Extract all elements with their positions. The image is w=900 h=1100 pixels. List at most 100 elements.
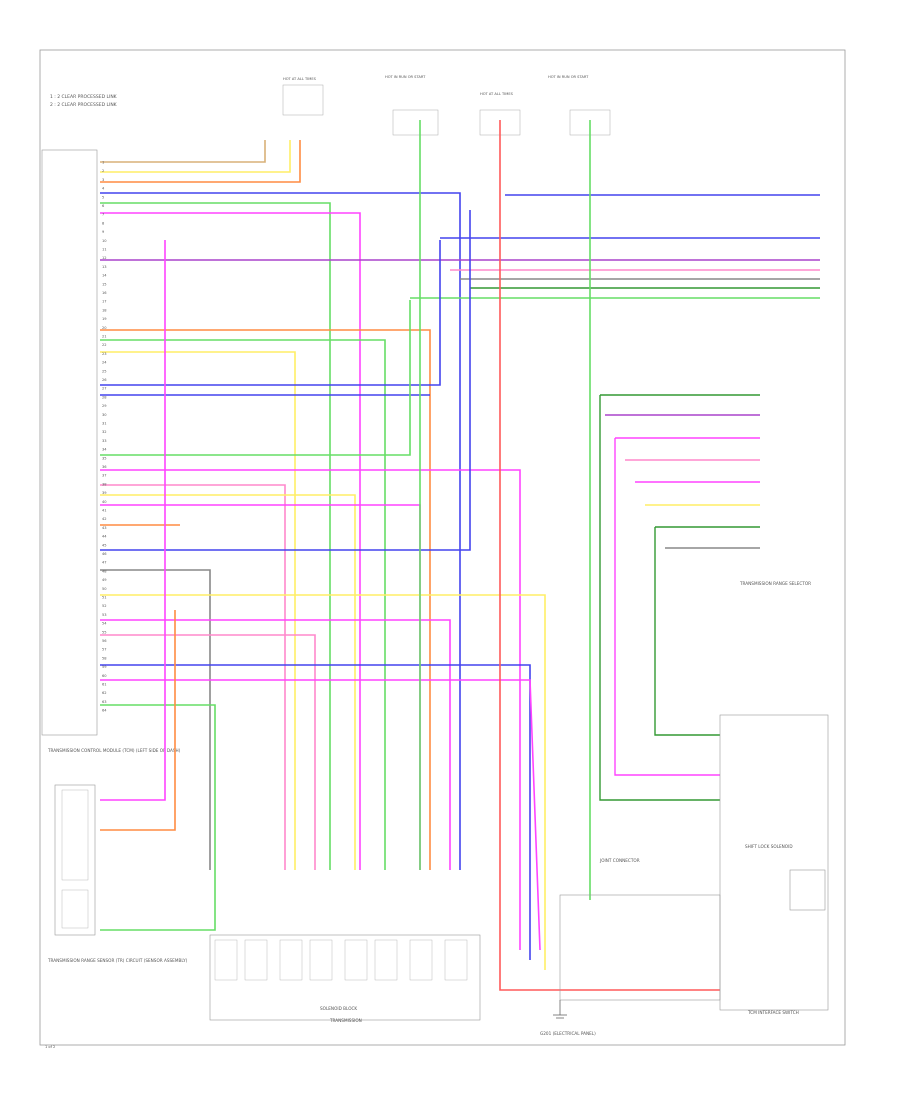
tcm-pin-label: 62 (102, 691, 107, 695)
tcm-pin-label: 28 (102, 395, 107, 399)
tcm-pin-label: 50 (102, 587, 107, 591)
tcm-pin-label: 43 (102, 526, 107, 530)
tcm-pin-label: 32 (102, 430, 107, 434)
tcm-pin-label: 53 (102, 613, 107, 617)
tcm-pin-label: 55 (102, 630, 107, 634)
legend-line-1: 1 : 2 CLEAR PROCESSED LINK (50, 94, 118, 100)
tcm-pin-label: 61 (102, 683, 107, 687)
right-module-box (719, 714, 829, 1011)
tcm-pin-label: 5 (102, 195, 104, 199)
wire-pink-3 (100, 634, 316, 870)
range-sensor-inner-1 (61, 789, 89, 881)
wire-blue-7 (100, 664, 531, 960)
tcm-pin-label: 15 (102, 282, 107, 286)
solenoid-block (209, 934, 481, 1021)
tcm-pin-label: 35 (102, 456, 107, 460)
diagram-frame (39, 49, 846, 1046)
tcm-pin-label: 26 (102, 378, 107, 382)
wire-blue-1 (100, 192, 461, 870)
solenoid-label: SOLENOID BLOCK (320, 1006, 357, 1011)
tcm-pin-label: 38 (102, 482, 107, 486)
right-connector-wires (599, 394, 760, 801)
tcm-pin-label: 19 (102, 317, 107, 321)
tcm-pin-label: 56 (102, 639, 107, 643)
tcm-pin-label: 33 (102, 439, 107, 443)
tcm-pin-label: 42 (102, 517, 107, 521)
wire-yellow-4 (100, 594, 546, 970)
fuse-group-2: HOT IN RUN OR START (385, 75, 439, 136)
tcm-pin-label: 59 (102, 665, 107, 669)
tcm-pin-label: 47 (102, 561, 107, 565)
tcm-pin-label: 63 (102, 700, 107, 704)
tcm-pin-label: 57 (102, 648, 107, 652)
tcm-pin-label: 64 (102, 709, 107, 713)
tcm-pin-label: 49 (102, 578, 107, 582)
tcm-pin-label: 54 (102, 622, 107, 626)
wire-orange-4 (100, 610, 176, 831)
tcm-pin-label: 25 (102, 369, 107, 373)
tcm-pin-label: 52 (102, 604, 107, 608)
tcm-pin-label: 7 (102, 213, 104, 217)
tcm-pin-label: 29 (102, 404, 107, 408)
footer-label: TCM INTERFACE SWITCH (747, 1010, 799, 1015)
tcm-label: TRANSMISSION CONTROL MODULE (TCM) (LEFT … (47, 748, 181, 753)
wire-magenta-5 (100, 679, 541, 951)
tcm-pin-label: 14 (102, 274, 107, 278)
tcm-pin-label: 3 (102, 178, 104, 182)
tcm-pin-label: 17 (102, 300, 107, 304)
wire-magenta-1 (100, 212, 361, 870)
shift-switch-label: SHIFT LOCK SOLENOID (745, 844, 793, 849)
wire-red-1 (499, 120, 720, 991)
wire-yellow-3 (100, 494, 356, 870)
tcm-pin-label: 40 (102, 500, 107, 504)
tcm-pin-label: 24 (102, 361, 107, 365)
wire-green-4 (100, 300, 411, 456)
tcm-pin-label: 6 (102, 204, 105, 208)
tcm-pin-label: 13 (102, 265, 107, 269)
tcm-pin-label: 18 (102, 308, 107, 312)
wire-magenta-3 (100, 504, 421, 870)
tcm-pin-label: 27 (102, 387, 107, 391)
tcm-pin-label: 31 (102, 422, 107, 426)
wire-orange-2 (100, 329, 431, 870)
tcm-pin-label: 20 (102, 326, 107, 330)
wire-magenta-2 (100, 469, 521, 950)
tcm-pin-label: 48 (102, 569, 107, 573)
legend-line-2: 2 : 2 CLEAR PROCESSED LINK (50, 102, 118, 108)
wire-pink-2 (100, 484, 286, 870)
tcm-pin-label: 37 (102, 474, 107, 478)
wire-yellow-1 (100, 140, 291, 173)
wire-blue-6 (100, 210, 471, 551)
tcm-pin-label: 41 (102, 509, 107, 513)
svg-text:HOT IN RUN OR START: HOT IN RUN OR START (385, 75, 426, 79)
wire-green-3 (100, 339, 386, 870)
tcm-pin-label: 11 (102, 248, 107, 252)
svg-text:HOT IN RUN OR START: HOT IN RUN OR START (548, 75, 589, 79)
top-right-label: TRANSMISSION RANGE SELECTOR (739, 581, 811, 586)
svg-text:HOT AT ALL TIMES: HOT AT ALL TIMES (480, 92, 514, 96)
tcm-pin-label: 10 (102, 239, 107, 243)
wire-orange-1 (100, 140, 301, 183)
tcm-pin-label: 39 (102, 491, 107, 495)
tcm-pin-label: 8 (102, 221, 105, 225)
page-ref: 1 of 2 (45, 1045, 55, 1049)
shift-switch-box (789, 869, 826, 911)
tcm-pin-label: 1 (102, 161, 104, 165)
wire-tan-1 (100, 140, 266, 163)
tcm-pin-label: 12 (102, 256, 107, 260)
range-sensor-label: TRANSMISSION RANGE SENSOR (TR) CIRCUIT (… (47, 958, 188, 963)
wire-yellow-2 (100, 351, 296, 870)
wire-blue-4 (100, 240, 441, 386)
tcm-pin-label: 22 (102, 343, 107, 347)
wire-magenta-4 (100, 619, 451, 870)
tcm-pin-label: 9 (102, 230, 105, 234)
tcm-pin-label: 4 (102, 187, 105, 191)
range-sensor-inner-2 (61, 889, 89, 929)
tcm-box (41, 149, 98, 736)
wire-green-5 (100, 704, 216, 931)
tcm-pin-label: 30 (102, 413, 107, 417)
tcm-pin-label: 44 (102, 535, 107, 539)
ground-icon (553, 1000, 567, 1019)
joint-connector-box (559, 894, 721, 1001)
wire-gray-2 (100, 569, 211, 870)
